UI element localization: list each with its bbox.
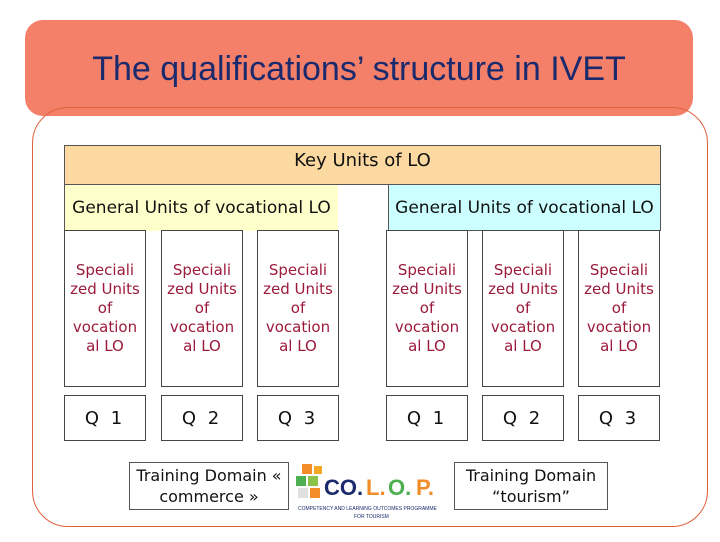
specialized-unit-1: Speciali zed Units of vocation al LO [64,230,146,387]
svg-text:P.: P. [416,475,434,500]
qualification-q1-right: Q 1 [386,395,468,441]
svg-text:CO.: CO. [324,475,363,500]
colop-logo: CO. L. O. P. COMPETENCY AND LEARNING OUT… [296,464,437,520]
general-units-right: General Units of vocational LO [388,185,661,231]
training-domain-commerce: Training Domain « commerce » [129,462,289,510]
specialized-unit-2: Speciali zed Units of vocation al LO [161,230,243,387]
qualification-q2-left: Q 2 [161,395,243,441]
key-units-box: Key Units of LO [64,145,661,185]
qualification-q3-left: Q 3 [257,395,339,441]
svg-text:L.: L. [366,475,386,500]
specialized-unit-5: Speciali zed Units of vocation al LO [482,230,564,387]
svg-text:FOR TOURISM: FOR TOURISM [354,514,389,520]
logo-mark-icon [296,464,322,498]
specialized-unit-4: Speciali zed Units of vocation al LO [386,230,468,387]
qualification-q3-right: Q 3 [578,395,660,441]
title-banner: The qualifications’ structure in IVET [25,20,693,116]
slide-title: The qualifications’ structure in IVET [92,50,626,88]
general-units-left: General Units of vocational LO [64,185,338,231]
specialized-unit-6: Speciali zed Units of vocation al LO [578,230,660,387]
content-frame [32,107,708,527]
training-domain-tourism: Training Domain “tourism” [454,462,608,510]
qualification-q1-left: Q 1 [64,395,146,441]
qualification-q2-right: Q 2 [482,395,564,441]
svg-text:COMPETENCY AND LEARNING OUTCOM: COMPETENCY AND LEARNING OUTCOMES PROGRAM… [298,506,437,512]
svg-text:O.: O. [388,475,411,500]
specialized-unit-3: Speciali zed Units of vocation al LO [257,230,339,387]
